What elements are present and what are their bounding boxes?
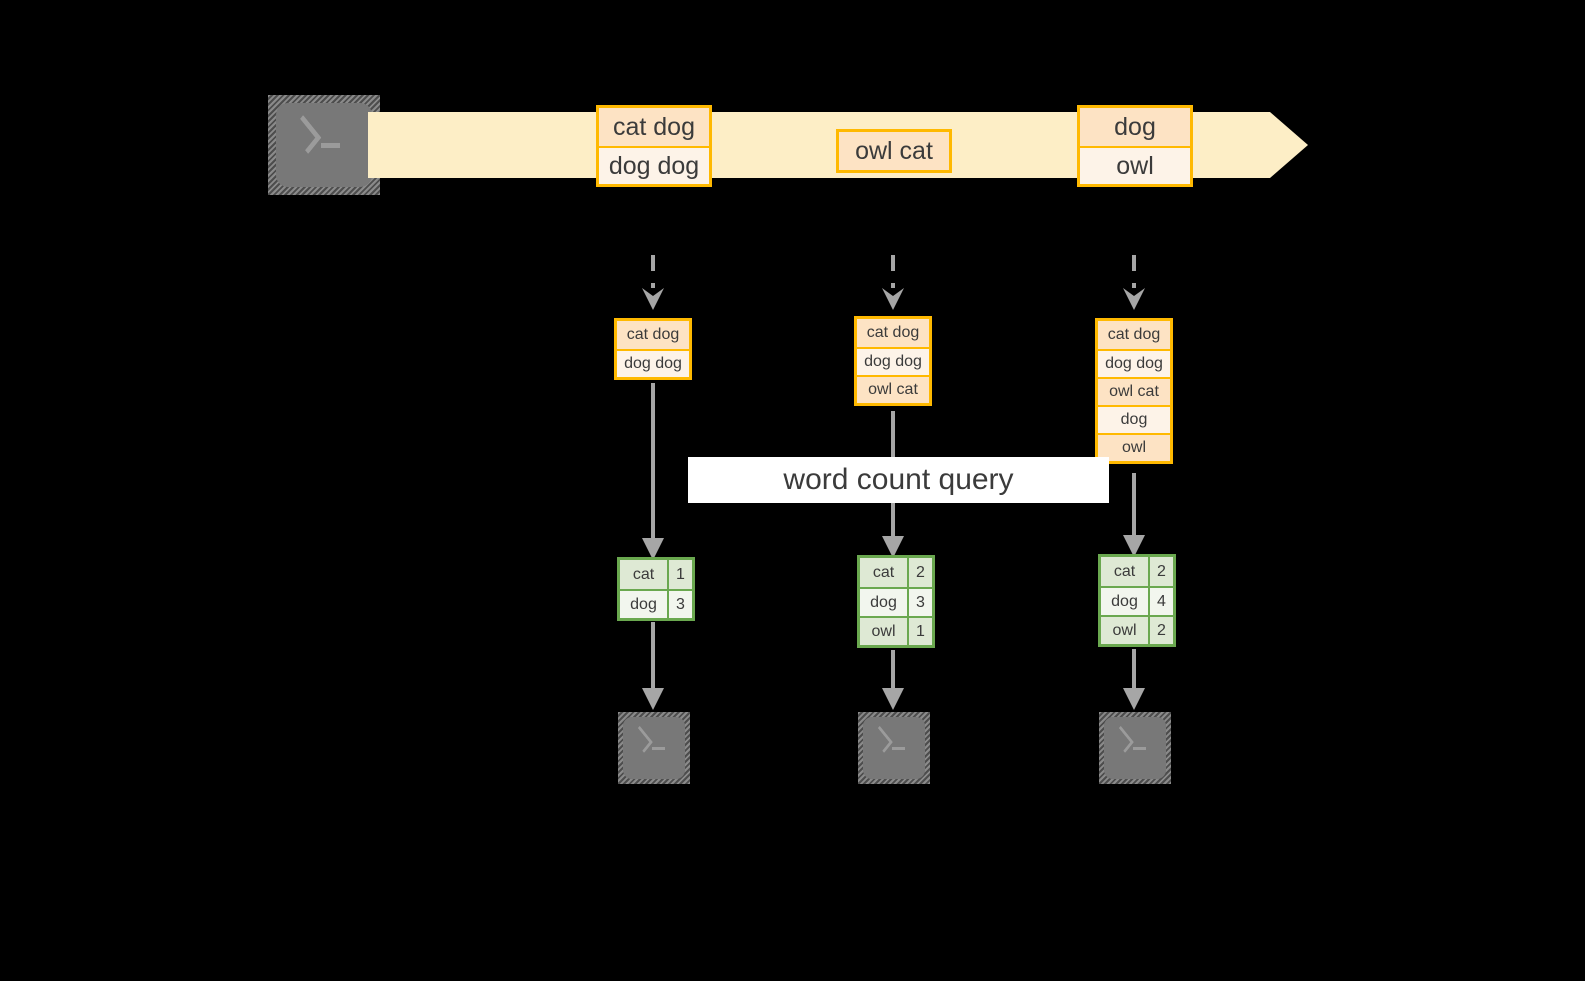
result-table: cat 2 dog 3 owl 1 xyxy=(857,555,935,648)
query-banner: word count query xyxy=(688,457,1109,503)
terminal-icon-sink xyxy=(858,712,930,784)
terminal-icon-source xyxy=(268,95,380,195)
result-word: owl xyxy=(860,618,907,645)
result-word: cat xyxy=(1101,557,1148,586)
result-word: dog xyxy=(620,591,667,618)
stream-event-line: dog xyxy=(1080,108,1190,146)
sink-arrow-head-icon xyxy=(1123,688,1145,710)
result-count: 1 xyxy=(667,560,692,589)
terminal-screen xyxy=(863,717,925,779)
stream-event-line: cat dog xyxy=(599,108,709,146)
result-count: 2 xyxy=(907,558,932,587)
input-table: cat dog dog dog xyxy=(614,318,692,380)
result-word: cat xyxy=(620,560,667,589)
input-table-row: owl cat xyxy=(857,375,929,403)
prompt-chevron-icon xyxy=(631,726,654,754)
result-table-row: owl 1 xyxy=(860,616,932,645)
input-table-row: cat dog xyxy=(1098,321,1170,349)
result-table-row: owl 2 xyxy=(1101,615,1173,644)
input-table-row: cat dog xyxy=(617,321,689,349)
prompt-underscore-icon xyxy=(321,143,341,149)
stream-event-line: owl cat xyxy=(839,132,949,170)
input-table-row: dog dog xyxy=(857,347,929,375)
terminal-screen xyxy=(623,717,685,779)
input-table-row: cat dog xyxy=(857,319,929,347)
input-table-row: dog dog xyxy=(617,349,689,377)
result-word: cat xyxy=(860,558,907,587)
query-arrow-head-icon xyxy=(882,536,904,558)
trigger-arrow-head-icon xyxy=(642,288,664,310)
input-table-row: owl xyxy=(1098,433,1170,461)
trigger-arrow-head-icon xyxy=(882,288,904,310)
input-table-row: dog dog xyxy=(1098,349,1170,377)
result-table-row: dog 3 xyxy=(860,587,932,616)
result-count: 4 xyxy=(1148,588,1173,615)
sink-connector xyxy=(1132,649,1136,694)
result-table: cat 1 dog 3 xyxy=(617,557,695,621)
stream-arrow-head-icon xyxy=(1270,112,1308,178)
prompt-underscore-icon xyxy=(892,746,905,750)
prompt-chevron-icon xyxy=(871,726,894,754)
stream-event-box: owl cat xyxy=(836,129,952,173)
stream-event-line: owl xyxy=(1080,146,1190,184)
result-count: 2 xyxy=(1148,557,1173,586)
terminal-icon-sink xyxy=(1099,712,1171,784)
input-table: cat dog dog dog owl cat dog owl xyxy=(1095,318,1173,464)
sink-arrow-head-icon xyxy=(882,688,904,710)
result-count: 2 xyxy=(1148,617,1173,644)
input-table: cat dog dog dog owl cat xyxy=(854,316,932,406)
prompt-chevron-icon xyxy=(290,114,322,154)
trigger-arrow-head-icon xyxy=(1123,288,1145,310)
terminal-screen xyxy=(276,103,372,187)
result-count: 3 xyxy=(907,589,932,616)
stream-event-line: dog dog xyxy=(599,146,709,184)
result-table-row: cat 1 xyxy=(620,560,692,589)
result-count: 3 xyxy=(667,591,692,618)
result-table: cat 2 dog 4 owl 2 xyxy=(1098,554,1176,647)
prompt-underscore-icon xyxy=(652,746,665,750)
prompt-underscore-icon xyxy=(1133,746,1146,750)
query-connector xyxy=(651,383,655,545)
sink-connector xyxy=(891,650,895,694)
trigger-dashed-connector xyxy=(1132,255,1136,291)
terminal-screen xyxy=(1104,717,1166,779)
result-table-row: dog 4 xyxy=(1101,586,1173,615)
input-table-row: owl cat xyxy=(1098,377,1170,405)
query-connector xyxy=(1132,473,1136,545)
stream-event-box: dog owl xyxy=(1077,105,1193,187)
stream-event-box: cat dog dog dog xyxy=(596,105,712,187)
query-arrow-head-icon xyxy=(642,538,664,560)
result-count: 1 xyxy=(907,618,932,645)
query-banner-label: word count query xyxy=(783,463,1014,496)
sink-connector xyxy=(651,622,655,694)
terminal-icon-sink xyxy=(618,712,690,784)
input-table-row: dog xyxy=(1098,405,1170,433)
result-word: dog xyxy=(860,589,907,616)
query-arrow-head-icon xyxy=(1123,535,1145,557)
result-table-row: dog 3 xyxy=(620,589,692,618)
trigger-dashed-connector xyxy=(891,255,895,291)
result-table-row: cat 2 xyxy=(1101,557,1173,586)
result-word: dog xyxy=(1101,588,1148,615)
trigger-dashed-connector xyxy=(651,255,655,291)
sink-arrow-head-icon xyxy=(642,688,664,710)
result-word: owl xyxy=(1101,617,1148,644)
result-table-row: cat 2 xyxy=(860,558,932,587)
prompt-chevron-icon xyxy=(1112,726,1135,754)
